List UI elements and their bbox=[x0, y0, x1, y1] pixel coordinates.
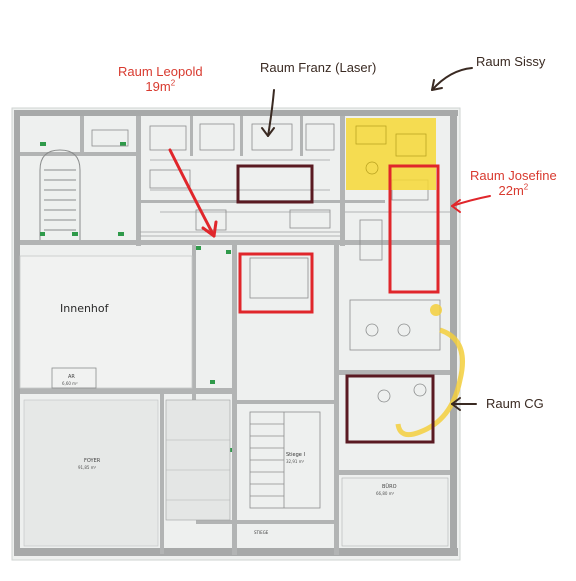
annotation-leopold-area: 19m2 bbox=[145, 78, 176, 94]
label-stiege: Stiege I bbox=[286, 452, 305, 458]
arrow-josefine bbox=[451, 195, 491, 213]
buero-room bbox=[341, 477, 449, 547]
corridor-lines bbox=[140, 159, 450, 237]
annotation-leopold-name: Raum Leopold bbox=[118, 64, 203, 79]
raum-cg-box bbox=[345, 374, 435, 444]
annotation-franz-name: Raum Franz (Laser) bbox=[260, 60, 377, 75]
arrow-franz bbox=[261, 89, 275, 137]
raum-leopold-box bbox=[238, 252, 314, 314]
label-innenhof: Innenhof bbox=[60, 302, 110, 315]
ar-room bbox=[51, 367, 97, 389]
arrow-cg bbox=[451, 397, 477, 411]
raum-franz-box bbox=[236, 164, 314, 204]
label-buero-area: 66,80 m² bbox=[376, 491, 395, 496]
label-ar: AR bbox=[68, 374, 75, 380]
innenhof-area bbox=[19, 255, 193, 389]
annotation-josefine-name: Raum Josefine bbox=[470, 168, 557, 183]
label-stiege-small: STIEGE bbox=[254, 530, 269, 535]
sissy-fixtures bbox=[355, 125, 427, 175]
label-foyer: FOYER bbox=[84, 458, 101, 464]
cg-yellow-curve bbox=[395, 327, 465, 438]
arrow-sissy bbox=[431, 67, 473, 91]
annotation-josefine-area: 22m2 bbox=[498, 182, 529, 198]
annotation-raum-franz: Raum Franz (Laser) bbox=[260, 60, 376, 75]
label-foyer-area: 91,85 m² bbox=[78, 465, 97, 470]
annotation-raum-cg: Raum CG bbox=[486, 396, 544, 411]
annotation-raum-josefine: Raum Josefine 22m2 bbox=[470, 168, 557, 198]
foyer-room bbox=[23, 399, 159, 547]
stair-block bbox=[165, 399, 231, 521]
central-walls bbox=[20, 245, 450, 555]
annotation-raum-sissy: Raum Sissy bbox=[476, 54, 545, 69]
spiral-stair bbox=[39, 149, 81, 240]
stiege-stairs bbox=[249, 411, 321, 509]
label-stiege-area: 32,91 m² bbox=[286, 459, 305, 464]
annotation-raum-leopold: Raum Leopold 19m2 bbox=[118, 64, 203, 94]
label-buero: BÜRO bbox=[382, 483, 397, 490]
arrow-leopold bbox=[168, 148, 218, 238]
annotation-sissy-name: Raum Sissy bbox=[476, 54, 546, 69]
raum-josefine-box bbox=[388, 164, 440, 294]
green-markers bbox=[40, 142, 233, 452]
label-ar-area: 6,60 m² bbox=[62, 381, 78, 386]
annotation-cg-name: Raum CG bbox=[486, 396, 544, 411]
cg-yellow-dot bbox=[430, 304, 442, 316]
